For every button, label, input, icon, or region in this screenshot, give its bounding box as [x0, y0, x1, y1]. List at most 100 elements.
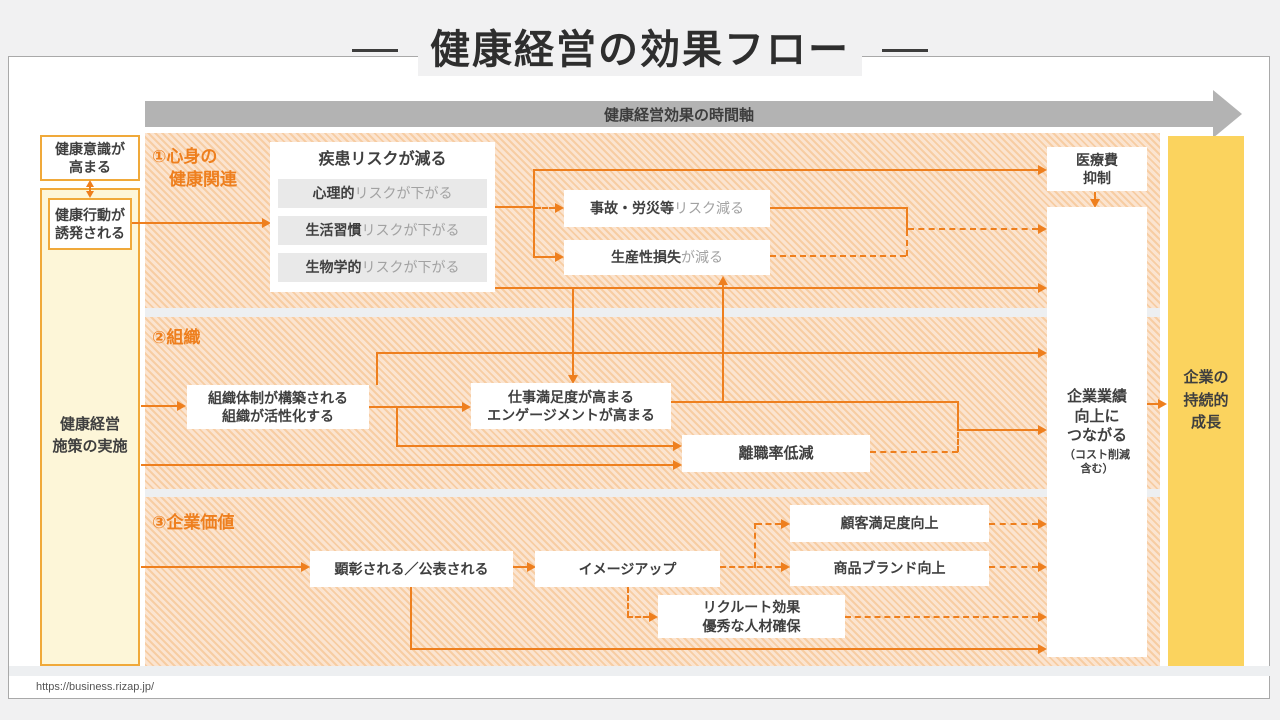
band-label-organization: ②組織	[152, 328, 201, 347]
arrowhead	[649, 612, 658, 622]
program-label: 健康経営 施策の実施	[52, 416, 128, 455]
arrowhead	[1038, 644, 1047, 654]
performance-box: 企業業績 向上に つながる （コスト削減 含む）	[1047, 207, 1147, 657]
risk-item-bold: 生物学的	[305, 259, 362, 276]
arrowhead	[673, 441, 682, 451]
arrowhead	[555, 252, 564, 262]
timeline-arrow: 健康経営効果の時間軸	[145, 101, 1213, 127]
recruit-box: リクルート効果 優秀な人材確保	[658, 595, 845, 638]
line-disease-performance	[495, 287, 1038, 289]
arrowhead	[781, 562, 790, 572]
arrowhead	[781, 519, 790, 529]
program-column	[40, 188, 140, 666]
arrowhead	[718, 276, 728, 285]
performance-note: （コスト削減 含む）	[1064, 448, 1130, 476]
risk-item-gray: リスクが下がる	[354, 185, 453, 202]
disease-risk-title: 疾患リスクが減る	[318, 151, 447, 168]
arrowhead-up	[86, 180, 94, 187]
line-branch-turnover-h	[396, 445, 673, 447]
risk-item-gray: リスクが下がる	[361, 222, 460, 239]
line-recruit-performance	[845, 616, 1038, 618]
line-to-performance-2	[957, 429, 1038, 431]
timeline-arrowhead-icon	[1213, 90, 1242, 138]
arrowhead	[527, 562, 536, 572]
arrowhead	[1038, 562, 1047, 572]
line-turnover-up	[957, 432, 959, 452]
line-up-productivity	[722, 285, 724, 402]
line-to-productivity	[535, 256, 555, 258]
image-box: イメージアップ	[535, 551, 720, 587]
line-productivity-out	[770, 255, 906, 257]
arrowhead	[673, 460, 682, 470]
line-merge-vertical	[906, 207, 908, 230]
band-gap-2	[145, 489, 1160, 497]
risk-item-gray: リスクが下がる	[361, 259, 460, 276]
line-turnover-out	[870, 451, 958, 453]
line-image-up	[754, 523, 756, 568]
risk-item-biological: 生物学的リスクが下がる	[278, 252, 487, 282]
arrowhead	[1038, 224, 1047, 234]
line-branch-turnover-v	[396, 407, 398, 446]
arrowhead	[1090, 199, 1100, 208]
arrowhead	[177, 401, 186, 411]
line-disease-junction	[495, 206, 535, 208]
performance-label: 企業業績 向上に つながる	[1066, 388, 1127, 445]
line-org-satisfaction	[369, 406, 462, 408]
line-down-satisfaction	[572, 289, 574, 375]
line-recognition-image	[513, 566, 527, 568]
turnover-box: 離職率低減	[682, 435, 870, 472]
line-program-recognition	[141, 566, 301, 568]
title-rule-left	[352, 48, 398, 52]
line-junction-vertical	[533, 169, 535, 258]
line-awareness-behavior	[89, 186, 91, 192]
risk-item-psychological: 心理的リスクが下がる	[278, 178, 487, 208]
bottom-strip	[9, 666, 1270, 676]
band-label-corporate-value: ③企業価値	[152, 513, 235, 532]
behavior-box: 健康行動が 誘発される	[48, 198, 132, 250]
line-image-recruit	[627, 616, 649, 618]
line-to-accident	[535, 207, 555, 209]
accident-gray: リスク減る	[674, 200, 744, 217]
line-to-medical	[533, 169, 1038, 171]
awareness-box: 健康意識が 高まる	[40, 135, 140, 181]
recognition-box: 顕彰される／公表される	[310, 551, 513, 587]
line-behavior-disease	[132, 222, 262, 224]
arrowhead	[1038, 165, 1047, 175]
risk-item-bold: 心理的	[312, 185, 355, 202]
line-medical-performance	[1094, 192, 1096, 200]
line-performance-growth	[1143, 403, 1158, 405]
arrowhead-down	[86, 191, 94, 198]
line-merge-vertical-dashed	[906, 230, 908, 256]
line-satisfaction-out	[671, 401, 959, 403]
arrowhead	[1038, 519, 1047, 529]
line-brand-performance	[989, 566, 1038, 568]
line-satisfaction-down	[957, 401, 959, 431]
line-to-performance-1	[908, 228, 1038, 230]
line-org-performance	[376, 352, 1038, 354]
organization-box: 組織体制が構築される 組織が活性化する	[187, 385, 369, 429]
line-accident-out	[770, 207, 908, 209]
arrowhead	[568, 375, 578, 384]
arrowhead	[1158, 399, 1167, 409]
risk-item-lifestyle: 生活習慣リスクが下がる	[278, 215, 487, 245]
productivity-box: 生産性損失が減る	[564, 240, 770, 275]
productivity-bold: 生産性損失	[611, 249, 681, 266]
growth-column: 企業の 持続的 成長	[1168, 136, 1244, 666]
title-rule-right	[882, 48, 928, 52]
line-customer-performance	[989, 523, 1038, 525]
medical-cost-box: 医療費 抑制	[1047, 147, 1147, 191]
accident-box: 事故・労災等リスク減る	[564, 190, 770, 227]
risk-item-bold: 生活習慣	[305, 222, 362, 239]
accident-bold: 事故・労災等	[590, 200, 674, 217]
line-org-up	[376, 352, 378, 385]
line-program-org	[141, 405, 177, 407]
line-recognition-performance	[410, 648, 1038, 650]
productivity-gray: が減る	[681, 249, 723, 266]
arrowhead	[555, 203, 564, 213]
band-gap-1	[145, 308, 1160, 317]
arrowhead	[462, 402, 471, 412]
arrowhead	[301, 562, 310, 572]
brand-box: 商品ブランド向上	[790, 551, 989, 586]
page-title: 健康経営の効果フロー	[418, 24, 862, 76]
line-image-brand	[720, 566, 781, 568]
